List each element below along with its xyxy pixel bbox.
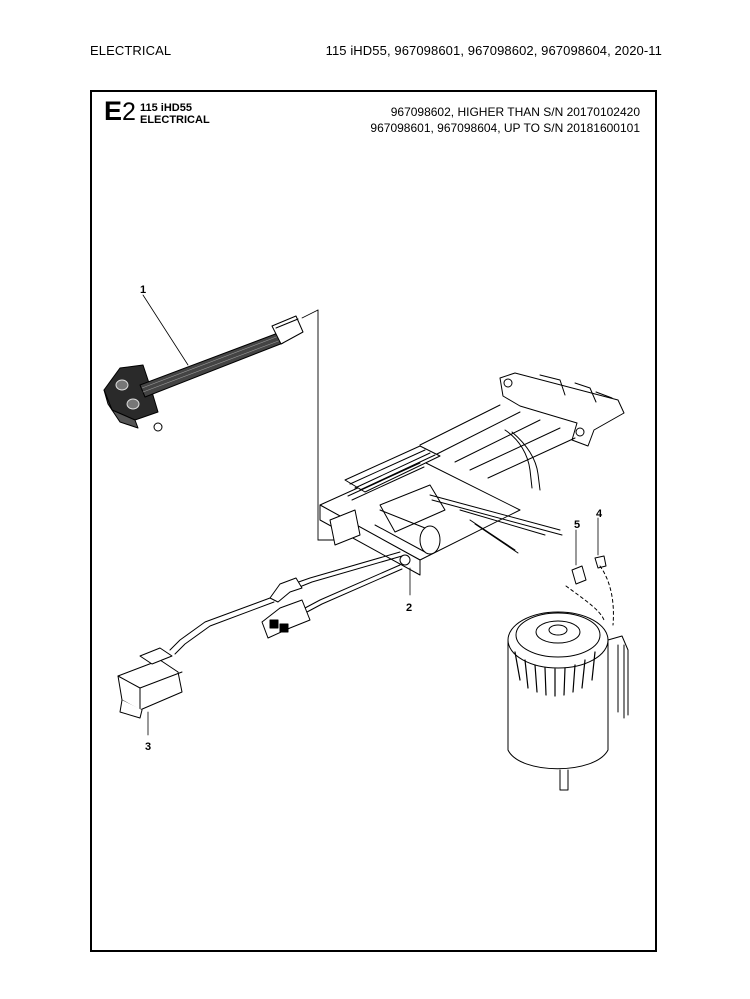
- part-3-micro-switch: [117, 647, 183, 736]
- section-title: ELECTRICAL: [90, 43, 172, 58]
- part-bracket: [419, 372, 625, 491]
- figure-model: 115 iHD55: [140, 102, 192, 114]
- figure-frame: E 2 115 iHD55 ELECTRICAL 967098602, HIGH…: [90, 90, 657, 952]
- callout-3: 3: [145, 741, 151, 753]
- wire-harness: [169, 551, 403, 655]
- callout-5: 5: [574, 519, 580, 531]
- part-4-5-pins: [565, 517, 614, 626]
- figure-code-number: 2: [122, 98, 136, 126]
- part-1-control-panel: [103, 294, 319, 432]
- serial-line-2: 967098601, 967098604, UP TO S/N 20181600…: [370, 121, 640, 135]
- figure-code-letter: E: [104, 96, 123, 126]
- model-list: 115 iHD55, 967098601, 967098602, 9670986…: [325, 43, 662, 58]
- callout-2: 2: [406, 602, 412, 614]
- callout-1: 1: [140, 284, 146, 296]
- serial-line-1: 967098602, HIGHER THAN S/N 20170102420: [390, 105, 640, 119]
- part-2-circuit-board: [319, 445, 563, 596]
- figure-title: ELECTRICAL: [140, 114, 210, 126]
- motor: [507, 611, 629, 791]
- callout-4: 4: [596, 508, 603, 520]
